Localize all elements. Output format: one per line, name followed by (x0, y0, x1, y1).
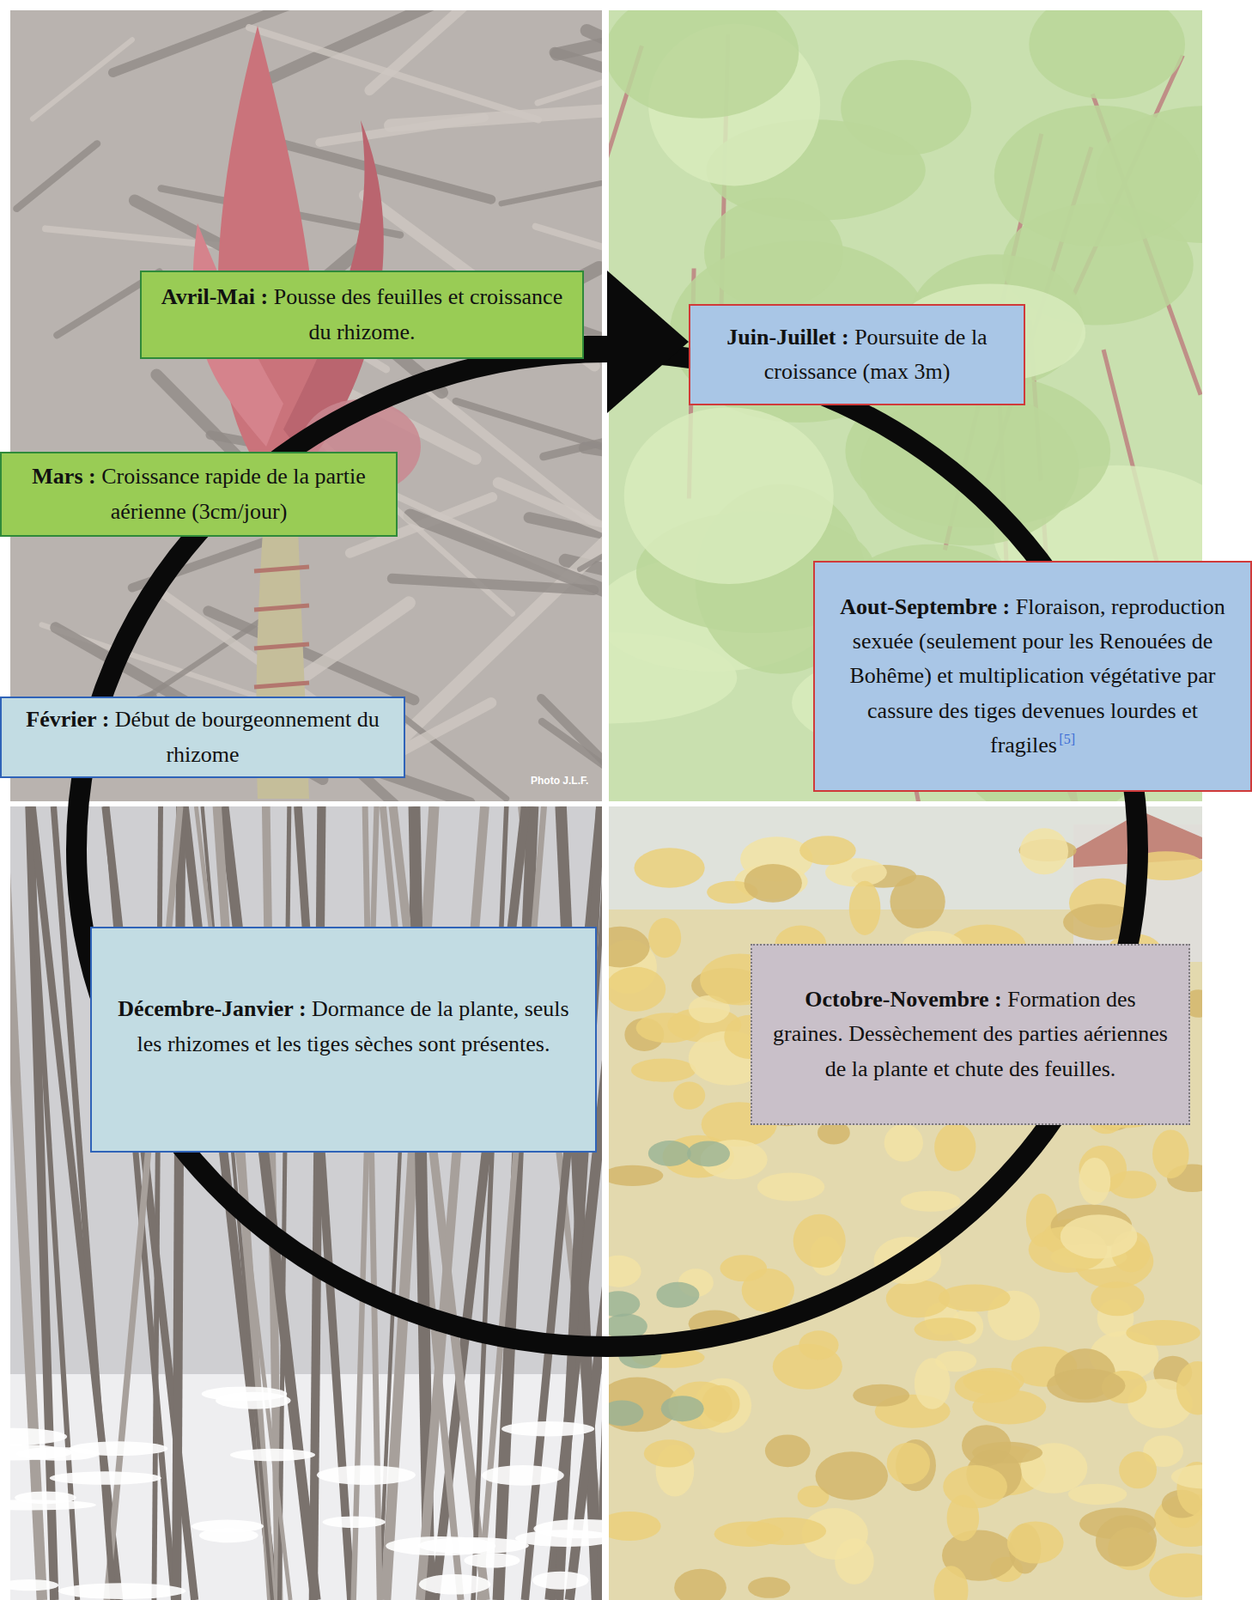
stage-description: Croissance rapide de la partie aérienne … (101, 463, 366, 523)
stage-box: Avril-Mai :Pousse des feuilles et croiss… (139, 270, 584, 359)
period-heading: Aout-Septembre : (839, 594, 1010, 620)
stage-text: Mars :Croissance rapide de la partie aér… (13, 459, 384, 529)
stage-box: Aout-Septembre :Floraison, reproduction … (813, 560, 1252, 792)
stage-box: Mars :Croissance rapide de la partie aér… (0, 451, 398, 537)
stage-box: Décembre-Janvier :Dormance de la plante,… (90, 926, 597, 1153)
period-heading: Octobre-Novembre : (804, 986, 1002, 1012)
photo-leaves-detail (608, 10, 1203, 802)
period-heading: Mars : (31, 463, 96, 489)
stage-description: Début de bourgeonnement du rhizome (115, 706, 380, 766)
stage-text: Octobre-Novembre :Formation des graines.… (767, 982, 1173, 1087)
period-heading: Février : (25, 706, 110, 732)
cycle-ring-line (76, 352, 1138, 1347)
stage-box: Octobre-Novembre :Formation des graines.… (750, 943, 1191, 1125)
photo-winter (10, 806, 602, 1600)
photo-autumn-detail (608, 806, 1203, 1600)
stage-text: Avril-Mai :Pousse des feuilles et croiss… (153, 279, 571, 350)
photo-winter-detail (10, 806, 602, 1600)
photo-credit: Photo J.L.F. (530, 774, 589, 787)
stage-box: Février :Début de bourgeonnement du rhiz… (0, 696, 406, 778)
stage-text: Juin-Juillet :Poursuite de la croissance… (702, 320, 1012, 390)
stage-text: Février :Début de bourgeonnement du rhiz… (13, 702, 392, 772)
period-heading: Décembre-Janvier : (117, 996, 306, 1022)
reference-number: [5] (1058, 731, 1076, 747)
arrow-head (607, 270, 689, 414)
period-heading: Avril-Mai : (161, 284, 268, 310)
period-heading: Juin-Juillet : (726, 324, 849, 350)
photo-autumn (608, 806, 1203, 1600)
stage-text: Décembre-Janvier :Dormance de la plante,… (109, 991, 578, 1062)
stage-box: Juin-Juillet :Poursuite de la croissance… (688, 303, 1026, 406)
arrow-shaft (583, 335, 608, 348)
cycle-arrow (583, 270, 689, 414)
stage-text: Aout-Septembre :Floraison, reproduction … (826, 589, 1239, 763)
stage-description: Pousse des feuilles et croissance du rhi… (273, 284, 563, 344)
